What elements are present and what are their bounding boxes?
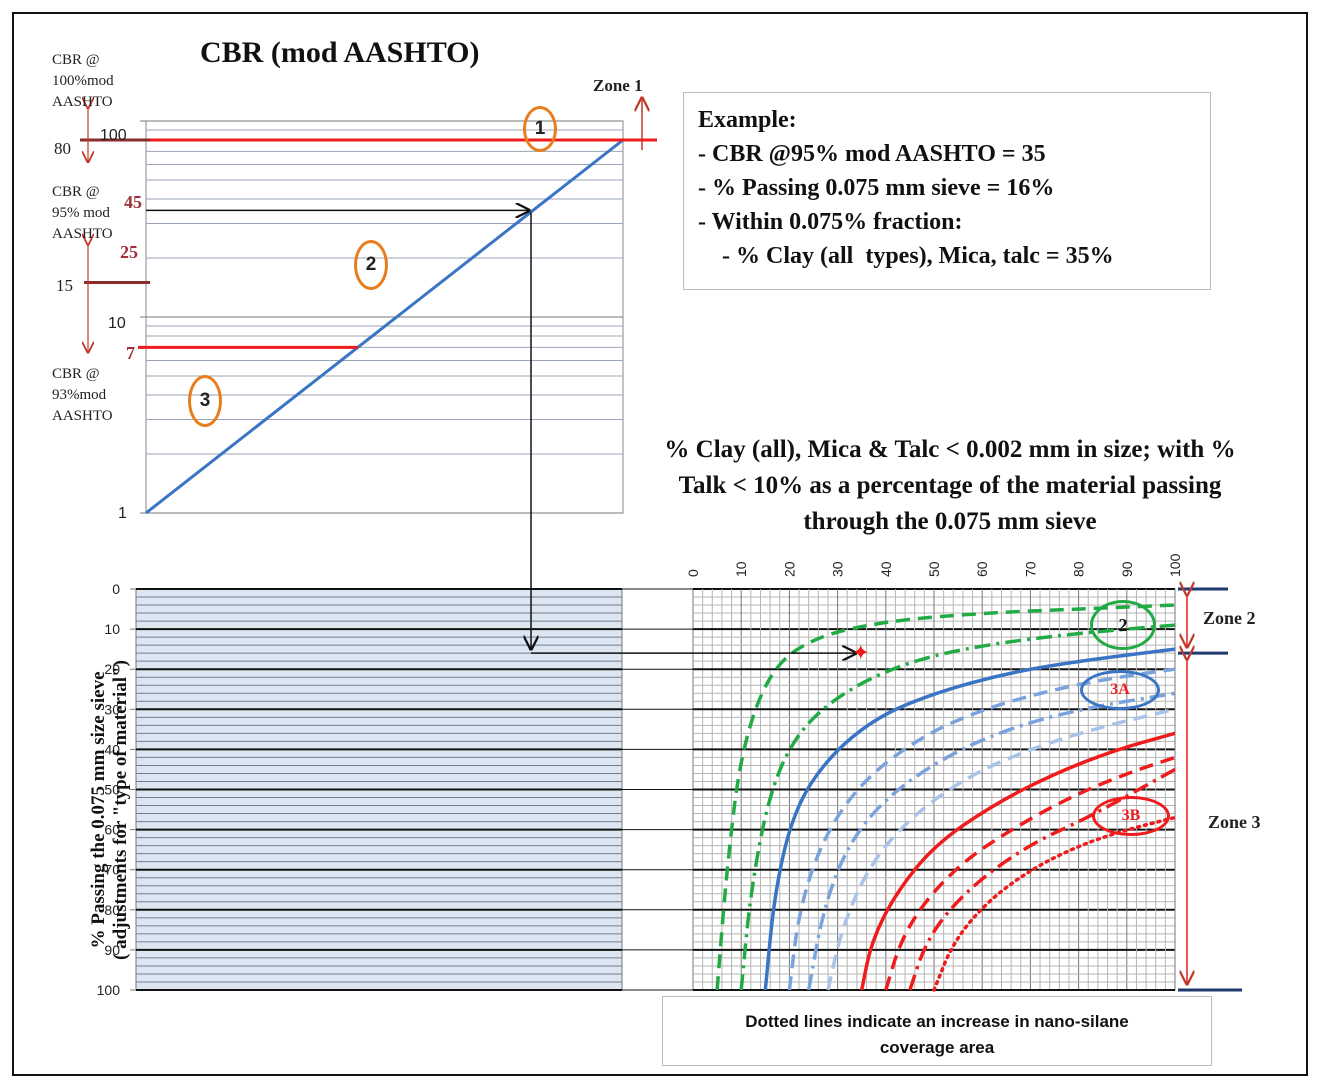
lower-y-tick-label: 30 [104, 701, 120, 717]
cbr-tick-1: 1 [118, 505, 127, 522]
curve-label-3b: 3B [1092, 796, 1170, 836]
zone3-label: Zone 3 [1208, 812, 1261, 832]
clay-x-tick-label: 30 [830, 561, 846, 577]
lower-y-axis-label: % Passing the 0.075 mm size sieve ( adju… [88, 660, 131, 960]
clay-x-tick-label: 100 [1167, 553, 1183, 577]
curve-label-2: 2 [1090, 600, 1156, 650]
example-line-4: - % Clay (all types), Mica, talc = 35% [698, 243, 1114, 269]
clay-curve-2 [739, 623, 1176, 991]
clay-x-tick-label: 90 [1119, 561, 1135, 577]
clay-x-tick-label: 80 [1071, 561, 1087, 577]
clay-x-tick-label: 70 [1022, 561, 1038, 577]
example-point-star: ✦ [851, 641, 869, 666]
clay-x-tick-label: 10 [733, 561, 749, 577]
cbr100-label: CBR @ 100%mod AASHTO [52, 52, 114, 110]
example-line-3: - Within 0.075% fraction: [698, 209, 963, 235]
clay-curve-3a [763, 647, 1176, 991]
cbr-tick-100: 100 [100, 127, 127, 144]
zone2-label: Zone 2 [1203, 608, 1256, 628]
clay-curve-3a [826, 707, 1176, 991]
value-80-label: 80 [54, 139, 71, 158]
clay-x-tick-label: 40 [878, 561, 894, 577]
example-line-2: - % Passing 0.075 mm sieve = 16% [698, 175, 1055, 201]
figure-frame [12, 12, 1308, 1076]
lower-y-tick-label: 70 [104, 862, 120, 878]
example-box: Example: - CBR @95% mod AASHTO = 35 - % … [683, 92, 1211, 290]
clay-x-tick-label: 20 [781, 561, 797, 577]
clay-curve-2 [715, 603, 1176, 991]
clay-curve-3b [908, 767, 1176, 991]
cbr-diagonal-line [145, 138, 624, 515]
value-15-label: 15 [56, 276, 73, 295]
clay-x-tick-label: 60 [974, 561, 990, 577]
example-heading: Example: [698, 107, 797, 133]
cbr93-label: CBR @ 93%mod AASHTO [52, 366, 113, 424]
marker-1: 1 [523, 106, 557, 152]
red-label-7: 7 [126, 343, 135, 363]
marker-2: 2 [354, 240, 388, 290]
lower-y-tick-label: 100 [97, 982, 121, 998]
zone1-label: Zone 1 [593, 76, 643, 95]
lower-y-tick-label: 20 [104, 661, 120, 677]
clay-curve-3b [884, 755, 1176, 991]
lower-y-tick-label: 50 [104, 782, 120, 798]
clay-curve-3a [806, 691, 1176, 991]
lower-y-tick-label: 90 [104, 942, 120, 958]
curve-label-3a: 3A [1080, 670, 1160, 710]
lower-y-tick-label: 80 [104, 902, 120, 918]
clay-x-tick-label: 50 [926, 561, 942, 577]
lower-y-tick-label: 10 [104, 621, 120, 637]
lower-y-tick-label: 0 [112, 581, 120, 597]
clay-curve-3b [859, 731, 1176, 991]
note-box: Dotted lines indicate an increase in nan… [662, 996, 1212, 1066]
cbr-tick-10: 10 [108, 315, 126, 332]
red-label-25: 25 [120, 242, 138, 262]
lower-y-tick-label: 60 [104, 822, 120, 838]
lower-chart-caption: % Clay (all), Mica & Talc < 0.002 mm in … [664, 436, 1236, 535]
lower-y-tick-label: 40 [104, 741, 120, 757]
cbr95-label: CBR @ 95% mod AASHTO [52, 184, 113, 242]
example-line-1: - CBR @95% mod AASHTO = 35 [698, 141, 1046, 167]
cbr-chart-title: CBR (mod AASHTO) [200, 36, 480, 69]
marker-3: 3 [188, 375, 222, 427]
clay-x-tick-label: 0 [685, 569, 701, 577]
red-label-45: 45 [124, 192, 142, 212]
